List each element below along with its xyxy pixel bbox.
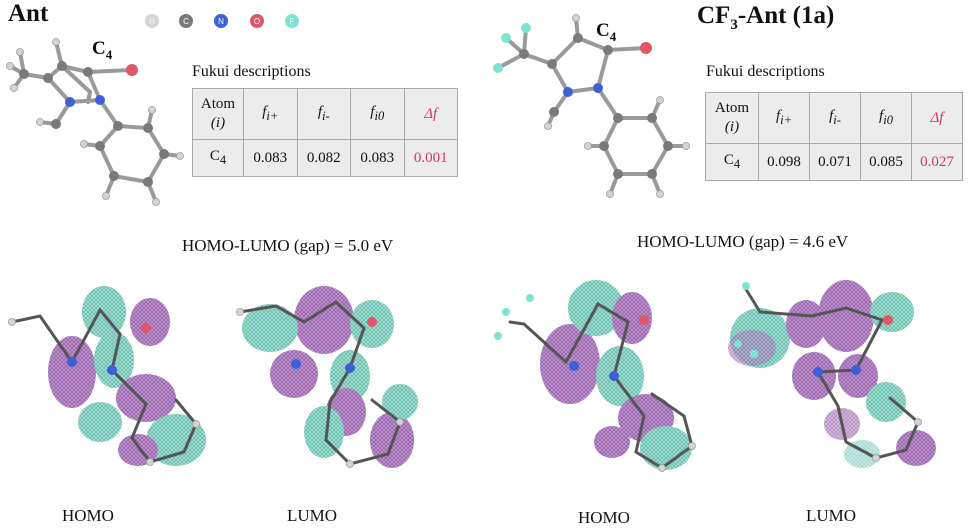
- panel-title-left: Ant: [8, 0, 49, 27]
- molecule-ant: [6, 38, 184, 206]
- legend-f-atom: [285, 14, 299, 28]
- fukui-header-fzero: fi0: [350, 88, 405, 140]
- fukui-cell-fzero: 0.085: [860, 143, 912, 181]
- fukui-header-fplus: fi+: [243, 88, 298, 140]
- legend-o-atom: [250, 14, 264, 28]
- fukui-header-fplus: fi+: [758, 92, 810, 144]
- gap-label-right: HOMO-LUMO (gap) = 4.6 eV: [637, 232, 849, 251]
- legend-o-label: O: [254, 17, 260, 26]
- gap-label-left: HOMO-LUMO (gap) = 5.0 eV: [182, 236, 394, 255]
- caption-lumo-right: LUMO: [806, 506, 857, 525]
- orbital-ant-homo: [48, 286, 206, 466]
- legend-n-atom: [214, 14, 228, 28]
- orbital-skeletons: [10, 284, 920, 470]
- c4-label-left-text: C4: [92, 38, 113, 62]
- legend-c-atom: [179, 14, 193, 28]
- legend-h-atom: [145, 14, 159, 28]
- fukui-header-atom: Atom(i): [705, 92, 759, 144]
- atom-legend: H C N O F: [145, 14, 299, 28]
- fukui-cell-fminus: 0.082: [296, 139, 351, 177]
- fukui-cell-fplus: 0.083: [243, 139, 298, 177]
- fukui-title-left: Fukui descriptions: [192, 63, 311, 80]
- fukui-cell-atom: C4: [705, 143, 759, 181]
- legend-h-label: H: [149, 17, 155, 26]
- c4-label-right-text: C4: [596, 20, 617, 44]
- fukui-header-delta: Δf: [403, 88, 458, 140]
- legend-f-label: F: [290, 17, 295, 26]
- molecule-cf3-ant: [493, 14, 690, 198]
- c4-label-right: C4: [596, 20, 616, 45]
- fukui-header-delta: Δf: [911, 92, 963, 144]
- caption-homo-left: HOMO: [62, 506, 114, 525]
- panel-title-right: CF3-Ant (1a): [697, 2, 835, 33]
- fukui-cell-fminus: 0.071: [809, 143, 861, 181]
- orbital-cf3-homo: [540, 280, 692, 470]
- fukui-header-atom: Atom(i): [192, 88, 244, 140]
- legend-c-label: C: [183, 17, 189, 26]
- fukui-cell-atom: C4: [192, 139, 244, 177]
- fukui-table-right: Atom(i) fi+ fi- fi0 Δf C4 0.098 0.071 0.…: [705, 92, 963, 181]
- orbital-plots: [8, 280, 936, 472]
- c4-label-left: C4: [92, 38, 112, 63]
- fukui-header-fminus: fi-: [296, 88, 351, 140]
- fukui-cell-fplus: 0.098: [758, 143, 810, 181]
- caption-homo-right: HOMO: [578, 508, 630, 527]
- fukui-header-fminus: fi-: [809, 92, 861, 144]
- fukui-header-fzero: fi0: [860, 92, 912, 144]
- fukui-cell-fzero: 0.083: [350, 139, 405, 177]
- fukui-cell-delta: 0.001: [403, 139, 458, 177]
- caption-lumo-left: LUMO: [287, 506, 338, 525]
- fukui-table-left: Atom(i) fi+ fi- fi0 Δf C4 0.083 0.082 0.…: [192, 88, 458, 177]
- fukui-title-right: Fukui descriptions: [706, 63, 825, 80]
- legend-n-label: N: [218, 17, 224, 26]
- fukui-cell-delta: 0.027: [911, 143, 963, 181]
